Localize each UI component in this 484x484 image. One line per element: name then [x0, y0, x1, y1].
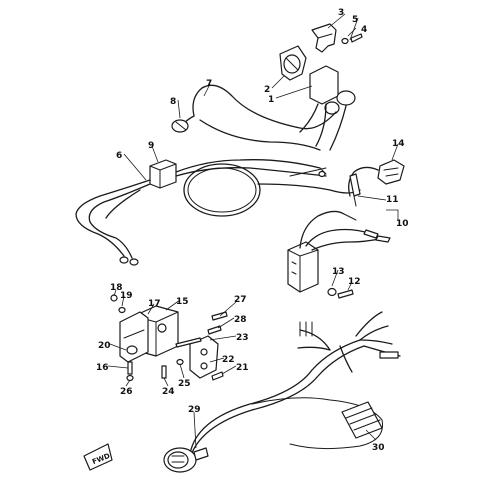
callout-25: 25	[178, 379, 191, 389]
plate-part	[119, 311, 149, 363]
screw-part-21	[211, 371, 224, 381]
washer-part-13	[327, 287, 337, 297]
callout-10: 10	[396, 219, 409, 229]
main-harness-part	[75, 159, 361, 266]
callout-9: 9	[148, 141, 154, 151]
screw-part-16	[127, 361, 133, 375]
callout-15: 15	[176, 297, 189, 307]
callout-7: 7	[206, 79, 212, 89]
bolt-part-23	[175, 337, 202, 348]
corrugated-tube-part	[341, 401, 383, 439]
screw-part-24	[161, 365, 167, 379]
fuse-holder-part	[349, 173, 361, 207]
grommet-part-20	[126, 345, 138, 355]
callout-2: 2	[264, 85, 270, 95]
screw-part	[350, 33, 363, 43]
callout-24: 24	[162, 387, 175, 397]
bolt-part-12	[337, 289, 354, 299]
bolt-part-27	[211, 311, 228, 321]
callout-16: 16	[96, 363, 109, 373]
callout-1: 1	[268, 95, 274, 105]
bolt-part-28	[207, 325, 222, 335]
callout-19: 19	[120, 291, 133, 301]
callout-23: 23	[236, 333, 249, 343]
bracket-part	[311, 23, 337, 53]
callout-13: 13	[332, 267, 345, 277]
callout-28: 28	[234, 315, 247, 325]
washer-part-19	[118, 306, 126, 314]
callout-3: 3	[338, 8, 344, 18]
terminal-connector-part	[348, 159, 405, 197]
washer-part-25	[176, 358, 184, 366]
callout-14: 14	[392, 139, 405, 149]
callout-labels: 3 5 4 2 1 7 8 9 6 14 11 10 13 12 18 19 1…	[96, 8, 409, 453]
rectifier-part	[287, 210, 391, 293]
callout-18: 18	[110, 283, 123, 293]
callout-30: 30	[372, 443, 385, 453]
callout-8: 8	[170, 97, 176, 107]
callout-12: 12	[348, 277, 361, 287]
clamp-part	[171, 119, 189, 133]
callout-20: 20	[98, 341, 111, 351]
callout-17: 17	[148, 299, 161, 309]
screw-part-26	[126, 374, 134, 382]
bracket-part-22	[189, 335, 219, 379]
starter-relay-part	[299, 65, 356, 151]
callout-27: 27	[234, 295, 247, 305]
callout-26: 26	[120, 387, 133, 397]
callout-29: 29	[188, 405, 201, 415]
callout-5: 5	[352, 15, 358, 25]
washer-part	[341, 37, 349, 45]
relay-part	[279, 45, 307, 81]
callout-6: 6	[116, 151, 122, 161]
forward-direction-marker: FWD	[83, 443, 113, 471]
callout-21: 21	[236, 363, 249, 373]
callout-4: 4	[361, 25, 367, 35]
callout-11: 11	[386, 195, 399, 205]
leader-lines	[107, 13, 399, 449]
main-wire-harness-part	[163, 311, 401, 473]
callout-22: 22	[222, 355, 235, 365]
connector-box-part	[149, 159, 177, 189]
